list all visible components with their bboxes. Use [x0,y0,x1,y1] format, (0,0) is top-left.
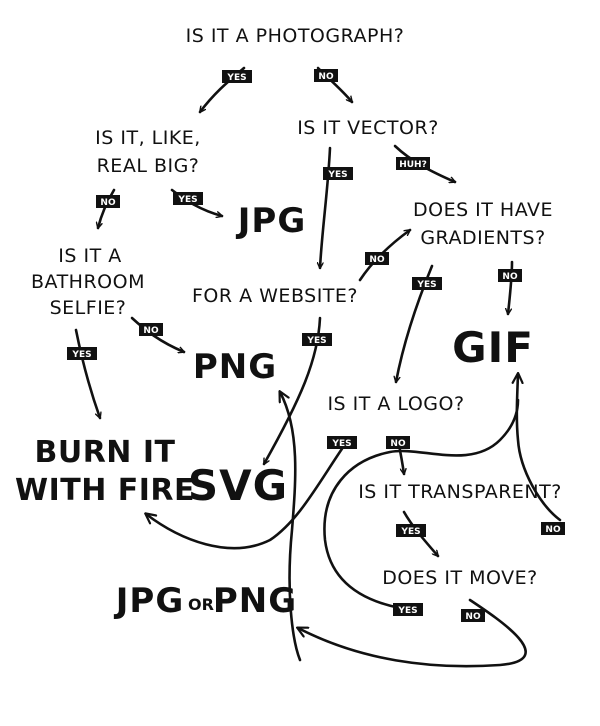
svg-text:NO: NO [369,255,385,265]
arrow-gradients-no [508,260,514,316]
tag-gradients-yes: YES [412,277,442,290]
question-real-big-line1: IS IT, LIKE, [95,127,201,149]
tag-big-no: NO [96,195,120,208]
answer-burn-line1: BURN IT [34,435,175,470]
tags: YES NO NO YES YES HUH? NO YES [67,69,565,622]
tag-vector-yes: YES [323,167,353,180]
answer-gif: GIF [452,323,534,372]
arrow-vector-yes [320,146,332,270]
question-gradients-line1: DOES IT HAVE [413,199,553,221]
tag-transparent-no: NO [541,522,565,535]
question-website: FOR A WEBSITE? [192,285,358,307]
tag-photo-yes: YES [222,70,252,83]
svg-text:HUH?: HUH? [399,160,427,170]
svg-text:NO: NO [465,612,481,622]
arrow-selfie-yes [74,328,100,420]
answer-jpg-or-png-jpg: JPG [114,581,184,621]
answer-jpg-or-png-png: PNG [213,581,297,621]
svg-text:NO: NO [502,272,518,282]
tag-gradients-no: NO [498,269,522,282]
arrow-transparent-no-to-gif [517,374,562,522]
tag-logo-yes: YES [327,436,357,449]
tag-move-no: NO [461,609,485,622]
answers: JPG PNG GIF BURN IT WITH FIRE SVG JPG OR… [15,201,534,621]
svg-text:YES: YES [397,606,417,616]
question-logo: IS IT A LOGO? [327,393,464,415]
svg-text:NO: NO [545,525,561,535]
question-move: DOES IT MOVE? [382,567,538,589]
answer-svg: SVG [188,461,288,510]
svg-text:YES: YES [327,170,347,180]
tag-transparent-yes: YES [396,524,426,537]
tag-photo-no: NO [314,69,338,82]
question-photograph: IS IT A PHOTOGRAPH? [186,25,405,47]
arrow-logo-yes-to-burn [146,438,350,550]
tag-logo-no: NO [386,436,410,449]
arrow-move-no-to-jpgpng [298,598,527,668]
svg-text:YES: YES [177,195,197,205]
svg-text:YES: YES [416,280,436,290]
tag-selfie-no: NO [139,323,163,336]
svg-text:YES: YES [71,350,91,360]
tag-big-yes: YES [173,192,203,205]
tag-website-yes: YES [302,333,332,346]
question-vector: IS IT VECTOR? [297,117,439,139]
arrow-to-png-loop [280,392,302,662]
tag-selfie-yes: YES [67,347,97,360]
tag-website-no: NO [365,252,389,265]
tag-vector-huh: HUH? [396,157,430,170]
questions: IS IT A PHOTOGRAPH? IS IT, LIKE, REAL BI… [31,25,562,589]
arrow-website-yes [262,316,322,466]
question-transparent: IS IT TRANSPARENT? [358,481,562,503]
answer-jpg-or-png-or: OR [188,595,214,614]
svg-text:NO: NO [390,439,406,449]
svg-text:YES: YES [331,439,351,449]
answer-png: PNG [193,347,277,387]
question-gradients-line2: GRADIENTS? [420,227,545,249]
answer-burn-line2: WITH FIRE [15,473,195,508]
question-bathroom-line3: SELFIE? [50,297,127,319]
svg-text:NO: NO [100,198,116,208]
question-real-big-line2: REAL BIG? [97,155,200,177]
question-bathroom-line1: IS IT A [58,245,121,267]
tag-move-yes: YES [393,603,423,616]
arrow-move-yes-to-gif [323,398,520,610]
arrows [74,66,562,668]
svg-text:YES: YES [226,73,246,83]
answer-jpg: JPG [236,201,306,241]
question-bathroom-line2: BATHROOM [31,271,145,293]
svg-text:YES: YES [400,527,420,537]
svg-text:YES: YES [306,336,326,346]
svg-text:NO: NO [318,72,334,82]
svg-text:NO: NO [143,326,159,336]
